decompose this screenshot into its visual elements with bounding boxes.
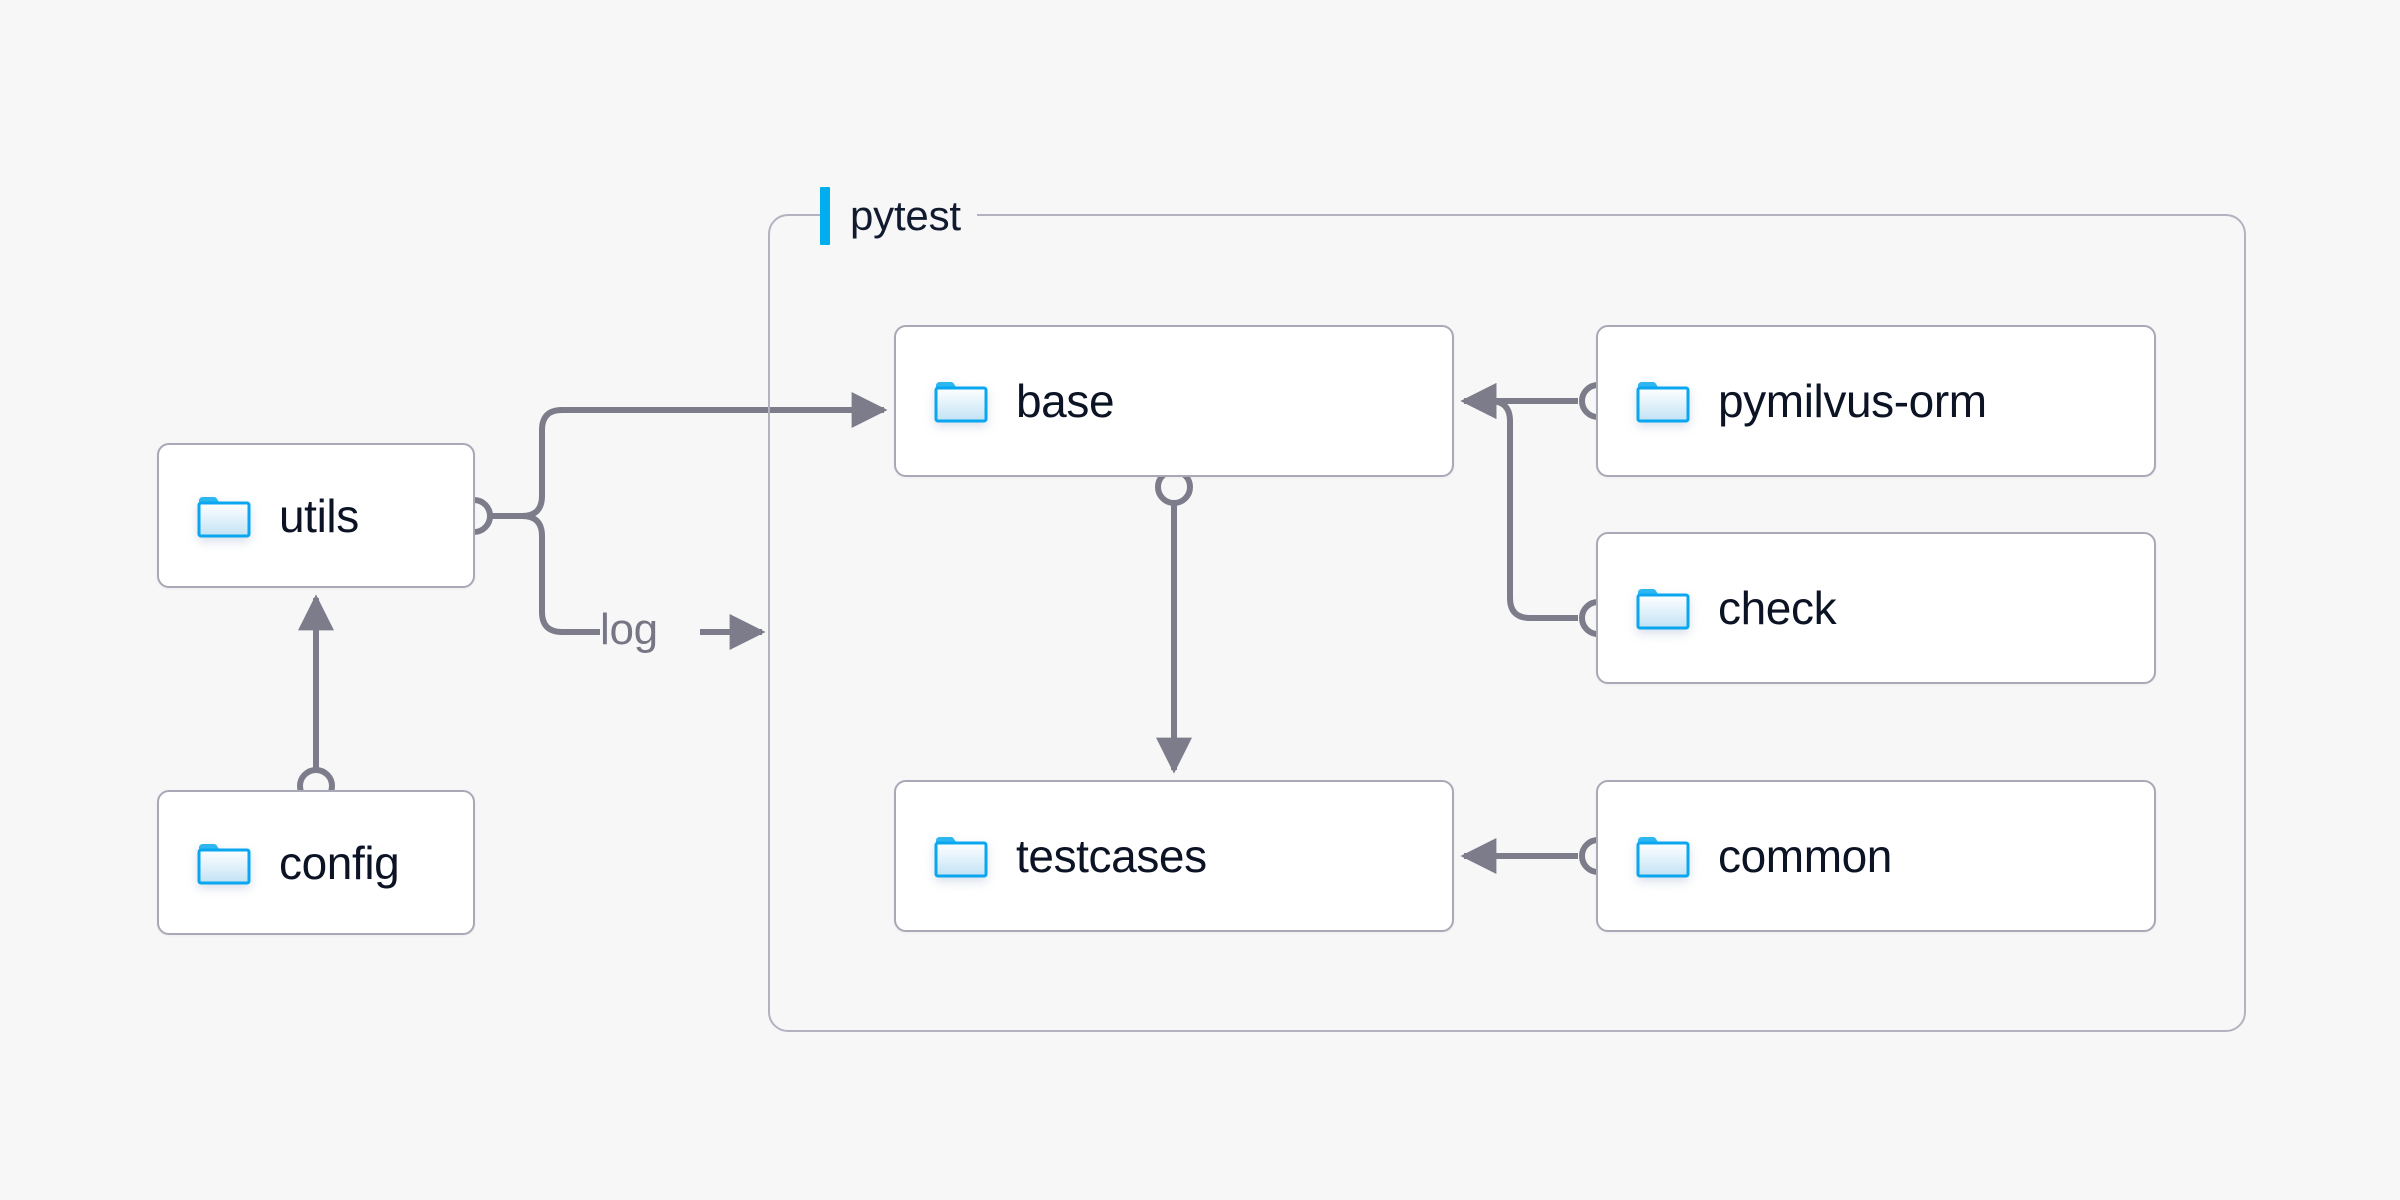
node-base[interactable]: base <box>894 325 1454 477</box>
node-testcases[interactable]: testcases <box>894 780 1454 932</box>
folder-icon <box>934 833 988 879</box>
accent-bar-icon <box>820 187 830 245</box>
node-utils[interactable]: utils <box>157 443 475 588</box>
folder-icon <box>934 378 988 424</box>
node-check[interactable]: check <box>1596 532 2156 684</box>
folder-icon <box>1636 833 1690 879</box>
folder-icon <box>1636 585 1690 631</box>
node-label: utils <box>279 489 359 542</box>
node-label: testcases <box>1016 830 1207 882</box>
edge-utils-to-base <box>521 392 888 519</box>
edge-utils-to-log <box>521 513 600 635</box>
node-label: config <box>279 836 400 889</box>
node-label: base <box>1016 375 1115 427</box>
folder-icon <box>1636 378 1690 424</box>
node-config[interactable]: config <box>157 790 475 935</box>
edge-check-to-base <box>1460 383 1578 621</box>
folder-icon <box>197 840 251 886</box>
node-pymilvus-orm[interactable]: pymilvus-orm <box>1596 325 2156 477</box>
node-label: pymilvus-orm <box>1718 375 1987 427</box>
group-container-pytest[interactable]: pytest <box>768 180 2246 1032</box>
edge-label-log: log <box>600 605 658 654</box>
group-title: pytest <box>850 192 961 239</box>
node-common[interactable]: common <box>1596 780 2156 932</box>
node-label: check <box>1718 582 1837 634</box>
folder-icon <box>197 493 251 539</box>
group-label-pytest: pytest <box>820 180 977 252</box>
node-label: common <box>1718 830 1892 882</box>
